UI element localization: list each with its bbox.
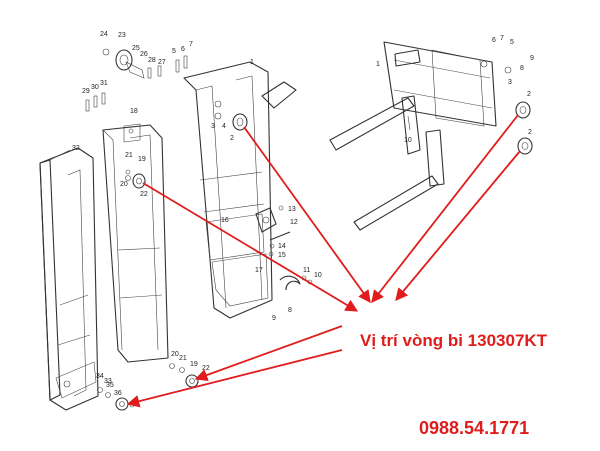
callout-18: 18 <box>130 108 138 115</box>
callout-5: 5 <box>172 48 176 55</box>
carriage-callout-2-upper: 2 <box>527 91 531 98</box>
outer-mast-rail <box>39 147 99 411</box>
callout-33: 33 <box>104 378 112 385</box>
callout-20-lower: 20 <box>171 351 179 358</box>
small-parts-lower <box>97 363 207 408</box>
callout-22-lower: 22 <box>202 365 210 372</box>
callout-36: 36 <box>114 390 122 397</box>
callout-15: 15 <box>278 252 286 259</box>
pointer-arrows <box>126 114 521 408</box>
callout-28: 28 <box>148 57 156 64</box>
bearing-roller-bottom-inner <box>185 374 199 388</box>
callout-16: 16 <box>221 217 229 224</box>
callout-12: 12 <box>290 219 298 226</box>
callout-14: 14 <box>278 243 286 250</box>
callout-22: 22 <box>140 191 148 198</box>
arrow-middle-mast <box>142 182 359 312</box>
carriage-callout-6: 6 <box>492 37 496 44</box>
callout-31: 31 <box>100 80 108 87</box>
callout-17: 17 <box>255 267 263 274</box>
callout-23: 23 <box>118 32 126 39</box>
callout-20: 20 <box>120 181 128 188</box>
callout-6: 6 <box>181 46 185 53</box>
callout-7: 7 <box>189 41 193 48</box>
callout-8: 8 <box>288 307 292 314</box>
arrow-carriage-lower <box>395 150 521 301</box>
bearing-roller-middle-mast <box>132 173 146 189</box>
callout-27: 27 <box>158 59 166 66</box>
carriage-callout-3: 3 <box>508 79 512 86</box>
callout-35: 35 <box>106 382 114 389</box>
callout-30: 30 <box>91 84 99 91</box>
callout-32: 32 <box>72 145 80 152</box>
arrow-bottom-inner <box>194 325 343 382</box>
callout-10: 10 <box>314 272 322 279</box>
callout-34: 34 <box>96 373 104 380</box>
callout-26: 26 <box>140 51 148 58</box>
callout-13: 13 <box>288 206 296 213</box>
callout-4: 4 <box>222 123 226 130</box>
carriage-callout-1: 1 <box>376 61 380 68</box>
arrow-carriage-upper <box>371 114 519 303</box>
arrow-bottom-outer <box>126 349 343 408</box>
fork-carriage <box>329 41 512 231</box>
callout-19: 19 <box>138 156 146 163</box>
callout-2: 2 <box>230 135 234 142</box>
callout-labels: 1 2 3 4 5 6 7 8 9 10 11 12 13 14 15 16 1… <box>72 31 322 397</box>
carriage-callout-9: 9 <box>530 55 534 62</box>
bearing-roller-carriage-upper <box>515 101 531 119</box>
callout-21-lower: 21 <box>179 355 187 362</box>
chain-sheave-assembly <box>102 48 162 79</box>
carriage-callout-5: 5 <box>510 39 514 46</box>
inner-mast-rail <box>102 123 169 363</box>
bearing-position-caption: Vị trí vòng bi 130307KT <box>360 331 548 350</box>
contact-phone: 0988.54.1771 <box>419 418 530 438</box>
callout-24: 24 <box>100 31 108 38</box>
callout-19-lower: 19 <box>190 361 198 368</box>
bearing-roller-upper-frame <box>232 113 248 131</box>
callout-1: 1 <box>250 59 254 66</box>
callout-9: 9 <box>272 315 276 322</box>
callout-29: 29 <box>82 88 90 95</box>
callout-21: 21 <box>125 152 133 159</box>
carriage-callout-labels: 1 2 2 3 5 6 7 8 9 10 <box>376 35 534 144</box>
carriage-callout-2-lower: 2 <box>528 129 532 136</box>
arrow-upper-frame <box>243 126 371 304</box>
bearing-roller-carriage-lower <box>517 137 533 155</box>
callout-25: 25 <box>132 45 140 52</box>
small-parts-upper <box>85 55 222 181</box>
carriage-callout-10: 10 <box>404 137 412 144</box>
callout-11: 11 <box>303 267 310 274</box>
lift-frame <box>183 61 297 319</box>
callout-3: 3 <box>211 123 215 130</box>
carriage-callout-8: 8 <box>520 65 524 72</box>
carriage-callout-7: 7 <box>500 35 504 42</box>
bearing-roller-bottom-outer <box>115 397 129 411</box>
